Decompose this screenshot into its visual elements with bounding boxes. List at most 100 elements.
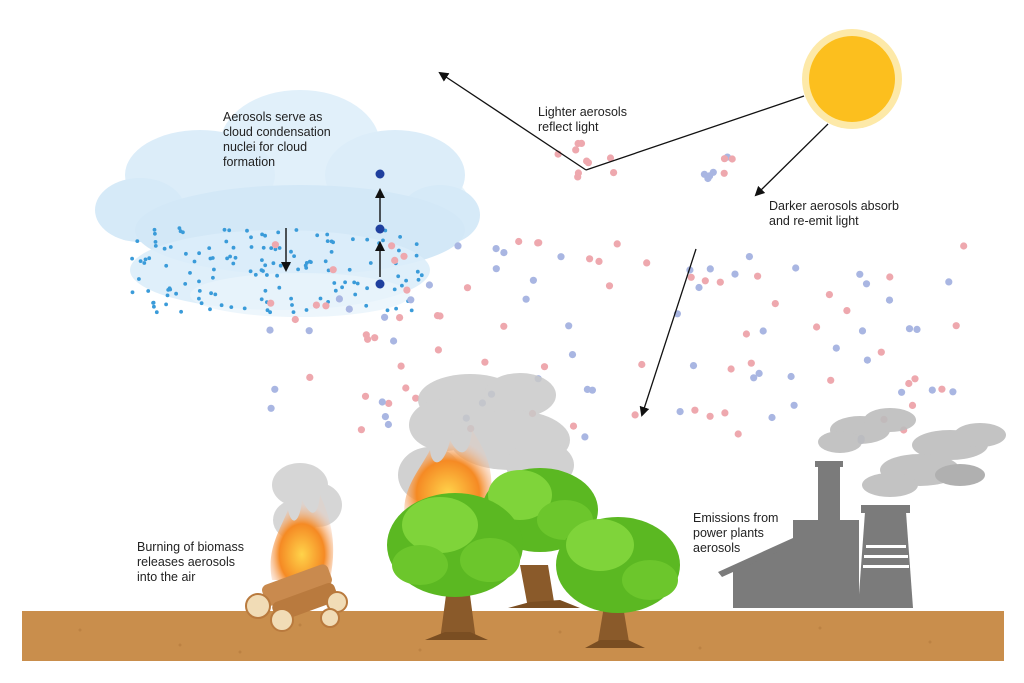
cloud-droplet — [340, 285, 344, 290]
dark-aerosol-particle — [885, 296, 894, 304]
cloud-droplet — [307, 259, 312, 264]
cloud-droplet — [278, 263, 283, 268]
dark-aerosol-particle — [378, 398, 386, 406]
dark-aerosol-particle — [565, 322, 573, 330]
light-aerosol-particle — [291, 315, 299, 324]
cloud-droplet — [233, 255, 238, 260]
light-aerosol-particle — [905, 379, 913, 388]
darker-aerosols-label: Darker aerosols absorb and re-emit light — [769, 199, 899, 228]
light-aerosol-particle — [312, 301, 320, 309]
cloud-droplet — [212, 267, 216, 272]
cloud-droplet — [162, 246, 167, 251]
dark-aerosol-particle — [928, 386, 936, 394]
light-aerosol-particle — [827, 376, 835, 384]
light-aerosol-particle — [643, 259, 651, 267]
light-aerosol-particle — [362, 331, 370, 339]
dark-aerosol-particle — [898, 388, 906, 396]
light-aerosol-particle — [391, 256, 399, 264]
cloud-droplet — [137, 277, 141, 281]
dark-aerosol-particle — [759, 327, 767, 335]
light-aerosol-particle — [572, 146, 580, 154]
dark-aerosol-particle — [689, 362, 698, 370]
cloud-droplet — [419, 273, 424, 278]
light-aerosol-particle — [728, 155, 736, 163]
dark-aerosol-particle — [913, 325, 921, 333]
cloud-droplet — [245, 228, 249, 233]
light-aerosol-particle — [388, 242, 396, 250]
cloud-droplet — [130, 256, 135, 261]
dark-aerosol-particle — [267, 404, 275, 412]
dark-aerosol-particle — [945, 278, 953, 286]
cloud-droplet — [199, 301, 204, 306]
dark-aerosol-particle — [266, 326, 274, 334]
cloud-droplet — [333, 288, 338, 293]
light-aerosol-particle — [877, 348, 885, 356]
cloud-droplet — [265, 273, 269, 277]
dark-aerosol-particle — [832, 344, 840, 352]
light-aerosol-particle — [825, 291, 834, 299]
lighter-aerosols-label: Lighter aerosols reflect light — [538, 105, 627, 134]
firewood-logs-icon — [245, 564, 348, 632]
light-aerosol-particle — [463, 284, 472, 292]
cloud-droplet — [259, 297, 264, 302]
cloud-droplet — [304, 266, 309, 270]
biomass-burning-label: Burning of biomass releases aerosols int… — [137, 540, 245, 584]
cloud-droplet — [286, 261, 291, 266]
dark-aerosol-particle — [745, 253, 754, 261]
condensation-nuclei — [375, 169, 385, 289]
tree-icon — [387, 493, 523, 640]
ground — [22, 611, 1004, 661]
tree-icon — [556, 517, 680, 648]
cloud-droplet — [192, 259, 197, 264]
cloud-droplet — [164, 263, 169, 268]
light-aerosol-particle — [500, 322, 508, 330]
cloud-droplet — [253, 272, 258, 277]
cloud-droplet — [368, 261, 373, 265]
light-aerosol-particle — [813, 323, 821, 331]
light-aerosol-particle — [574, 173, 582, 181]
light-aerosol-particle — [687, 273, 695, 281]
cloud-droplet — [165, 293, 170, 298]
cloud-droplet — [242, 306, 247, 311]
cloud-droplet — [168, 245, 173, 249]
cloud-droplet — [381, 238, 385, 243]
cloud-droplet — [265, 308, 270, 313]
cloud-droplet — [273, 247, 278, 252]
cloud-droplet — [263, 288, 268, 293]
cloud-droplet — [210, 256, 215, 260]
dark-aerosol-particle — [568, 351, 577, 359]
dark-aerosol-particle — [425, 281, 433, 289]
cloud-droplet — [153, 231, 157, 236]
cloud-droplet — [164, 302, 169, 307]
dark-aerosol-particle — [583, 385, 592, 393]
cloud-droplets — [130, 226, 424, 315]
dark-aerosol-particle — [704, 174, 712, 183]
cloud-droplet — [331, 240, 335, 245]
cloud-droplet — [143, 257, 148, 262]
cloud-droplet — [325, 239, 330, 244]
cloud-droplet — [151, 301, 156, 305]
cloud-droplet — [268, 310, 272, 315]
cloud-droplet — [248, 269, 253, 274]
cloud-droplet — [135, 239, 140, 244]
cloud-droplet — [385, 308, 390, 313]
cloud-droplet — [229, 305, 234, 309]
dark-aerosol-particle — [271, 385, 279, 393]
cloud-droplet — [343, 280, 347, 285]
cloud-droplet — [291, 310, 296, 314]
cloud-droplet — [351, 237, 355, 242]
reflected-ray — [438, 71, 587, 171]
cloud-droplet — [269, 246, 274, 251]
cloud-droplet — [414, 253, 419, 258]
cloud-droplet — [347, 267, 352, 272]
light-aerosol-particle — [911, 375, 919, 383]
cloud-droplet — [276, 230, 281, 235]
cloud-droplet — [219, 303, 224, 308]
dark-aerosol-particle — [856, 270, 864, 278]
light-aerosol-particle — [706, 412, 714, 420]
cloud-droplet — [290, 303, 294, 307]
cloud-droplet — [153, 240, 158, 244]
cloud-droplet — [325, 232, 330, 237]
cloud-droplet — [174, 291, 179, 296]
cloud-droplet — [353, 292, 358, 297]
